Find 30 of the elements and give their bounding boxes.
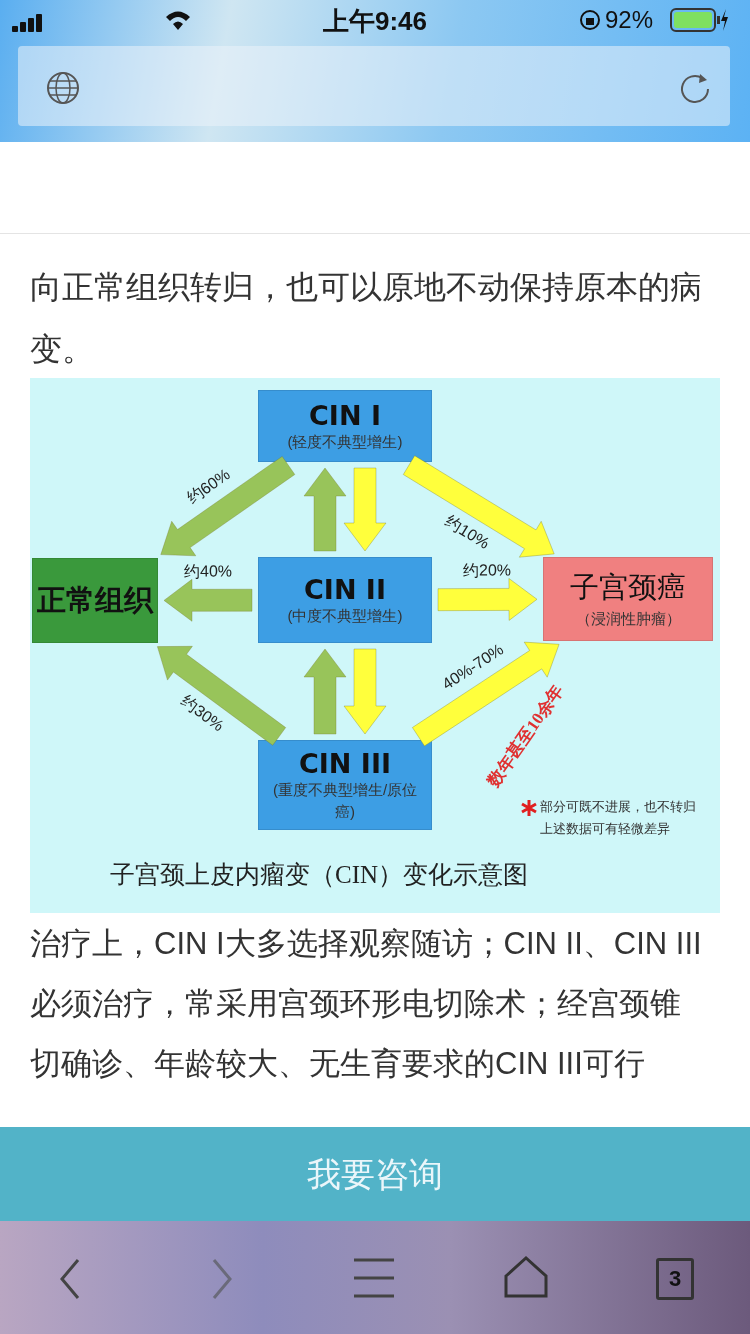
block-arrow xyxy=(303,467,347,552)
block-arrow xyxy=(411,641,560,747)
outcome-box: 正常组织 xyxy=(32,558,158,643)
paragraph: 治疗上，CIN I大多选择观察随访；CIN II、CIN III必须治疗，常采用宫颈环形电切除术；经宫颈锥切确诊、年龄较大、无生育要求的CIN III可行 xyxy=(30,925,703,1083)
stage-box: CIN I (轻度不典型增生) xyxy=(258,390,432,462)
edge-label: 约60% xyxy=(183,464,234,509)
paragraph: 向正常组织转归，也可以原地不动保持原本的病变。 xyxy=(30,268,703,369)
footnote: 部分可既不进展，也不转归 xyxy=(540,798,696,816)
caption: 子宫颈上皮内瘤变（CIN）变化示意图 xyxy=(110,860,529,890)
block-arrow xyxy=(402,455,555,558)
duration-note: 数年甚至10余年 xyxy=(483,681,569,792)
block-arrow xyxy=(156,645,287,746)
tabs-button: 3 xyxy=(656,1258,694,1300)
stage-box: CIN II (中度不典型增生) xyxy=(258,557,432,643)
block-arrow xyxy=(343,467,387,552)
block-arrow xyxy=(303,648,347,735)
consult-button: 我要咨询 xyxy=(0,1127,750,1221)
edge-label: 约30% xyxy=(177,691,228,737)
footnote: 上述数据可有轻微差异 xyxy=(540,820,670,838)
edge-label: 约10% xyxy=(441,511,493,554)
battery-percentage: 92% xyxy=(605,6,655,34)
block-arrow xyxy=(163,578,253,622)
block-arrow xyxy=(160,455,296,557)
edge-label: 约20% xyxy=(462,560,512,581)
edge-label: 约40% xyxy=(183,561,233,582)
block-arrow xyxy=(343,648,387,735)
stage-box: CIN III (重度不典型增生/原位癌) xyxy=(258,740,432,830)
block-arrow xyxy=(437,577,538,621)
status-time: 上午9:46 xyxy=(321,5,428,38)
outcome-box: 子宫颈癌 （浸润性肿瘤） xyxy=(543,557,713,641)
